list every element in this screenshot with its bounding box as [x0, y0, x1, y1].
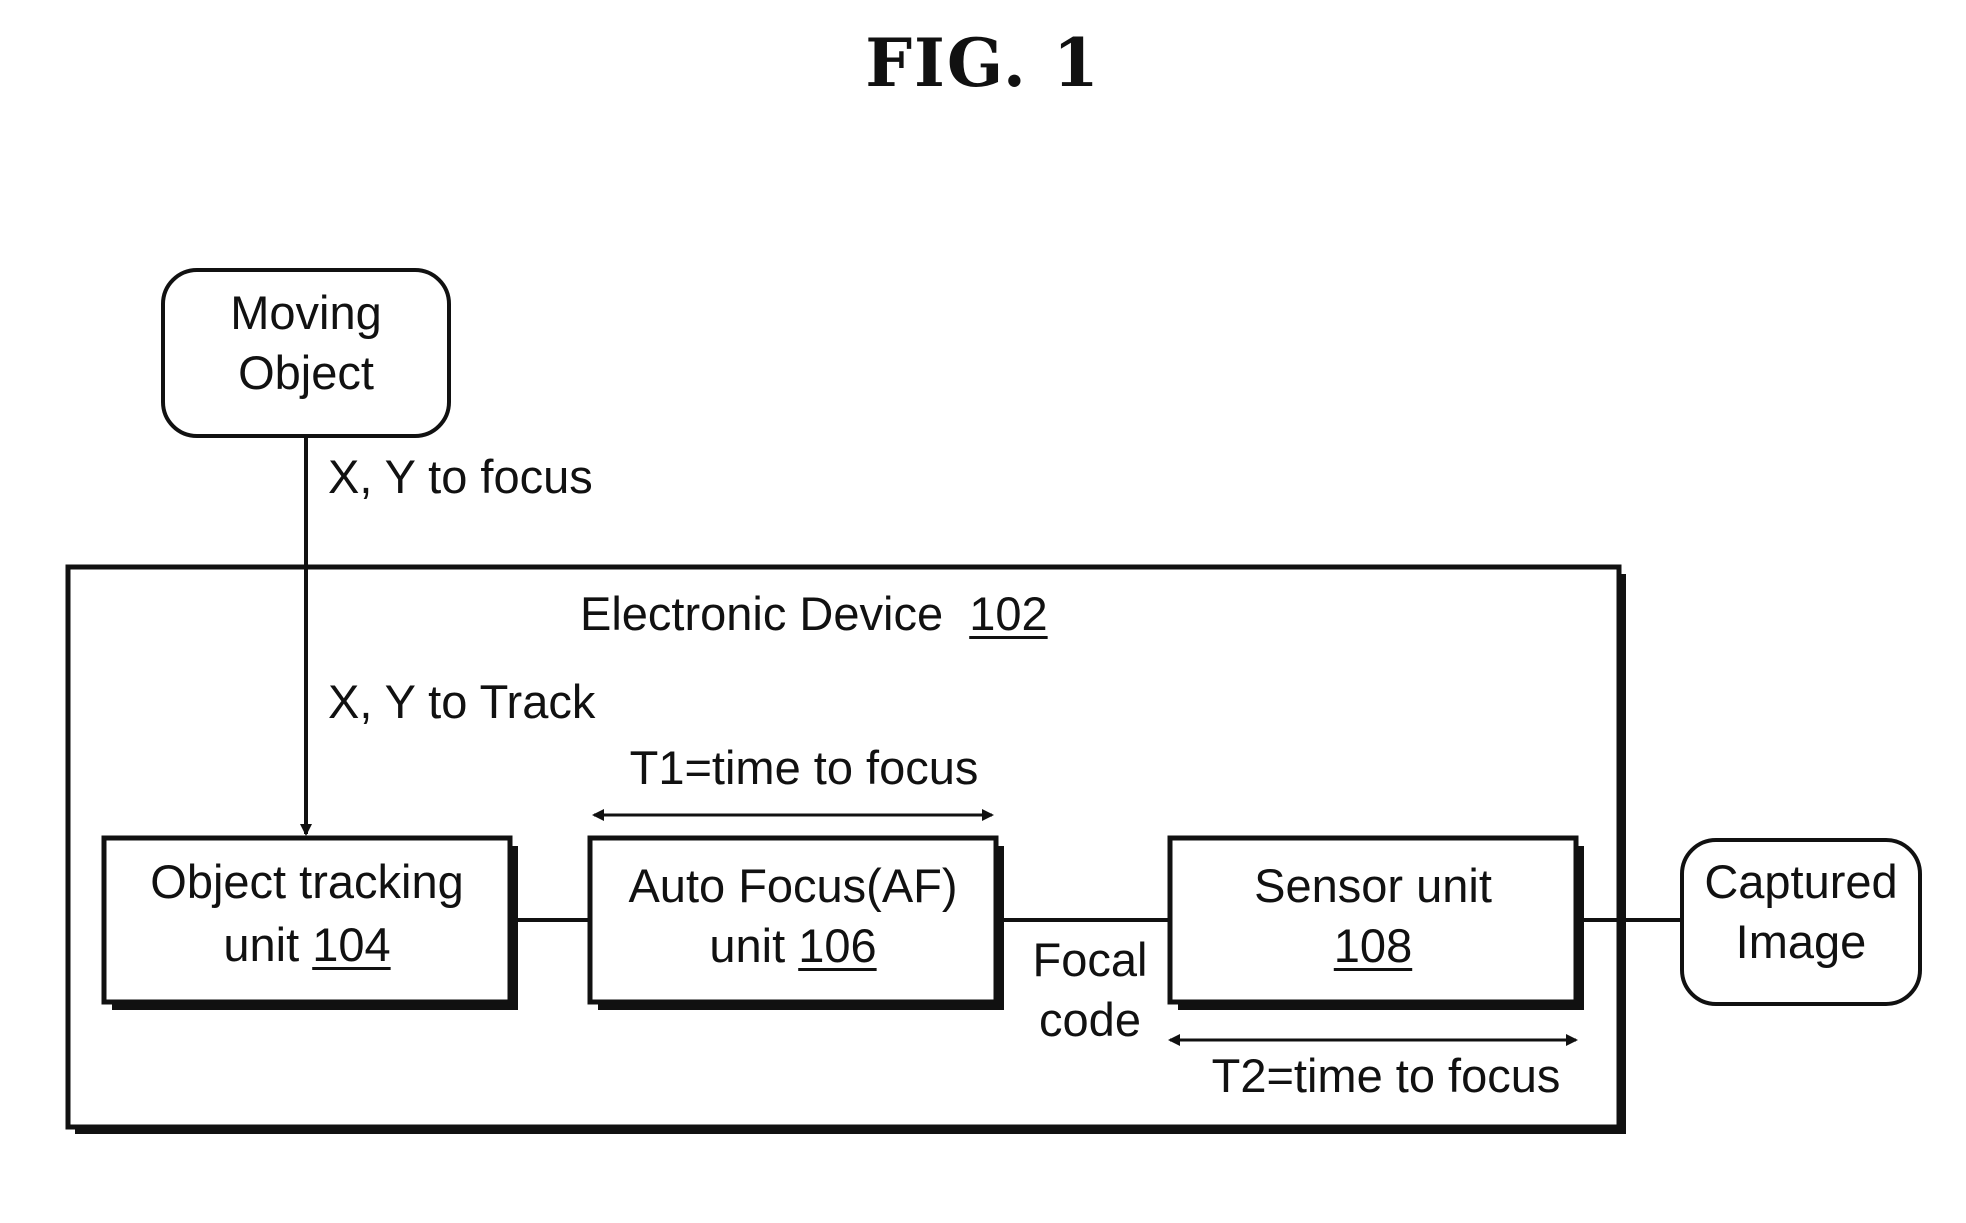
focal-code-line1: Focal [1033, 930, 1148, 990]
figure-title: FIG. 1 [865, 24, 1101, 102]
t1-label: T1=time to focus [630, 738, 979, 798]
xy-track-label: X, Y to Track [328, 672, 595, 732]
device-label-text: Electronic Device [580, 587, 943, 640]
device-label: Electronic Device 102 [580, 584, 1048, 644]
t2-label: T2=time to focus [1212, 1046, 1561, 1106]
captured-line2: Image [1736, 912, 1867, 972]
captured-line1: Captured [1704, 852, 1897, 912]
focal-code-line2: code [1039, 990, 1141, 1050]
sensor-ref: 108 [1334, 919, 1412, 972]
tracking-ref: 104 [312, 918, 390, 971]
af-line1: Auto Focus(AF) [628, 856, 957, 916]
tracking-unit-word: unit [223, 918, 299, 971]
af-line2: unit 106 [709, 916, 876, 976]
sensor-line1: Sensor unit [1254, 856, 1492, 916]
moving-object-line2: Object [238, 343, 374, 403]
xy-focus-label: X, Y to focus [328, 447, 593, 507]
sensor-line2: 108 [1334, 916, 1412, 976]
moving-object-line1: Moving [230, 283, 382, 343]
device-ref: 102 [969, 587, 1047, 640]
tracking-line1: Object tracking [150, 852, 463, 912]
af-unit-word: unit [709, 919, 785, 972]
tracking-line2: unit 104 [223, 915, 390, 975]
af-ref: 106 [798, 919, 876, 972]
